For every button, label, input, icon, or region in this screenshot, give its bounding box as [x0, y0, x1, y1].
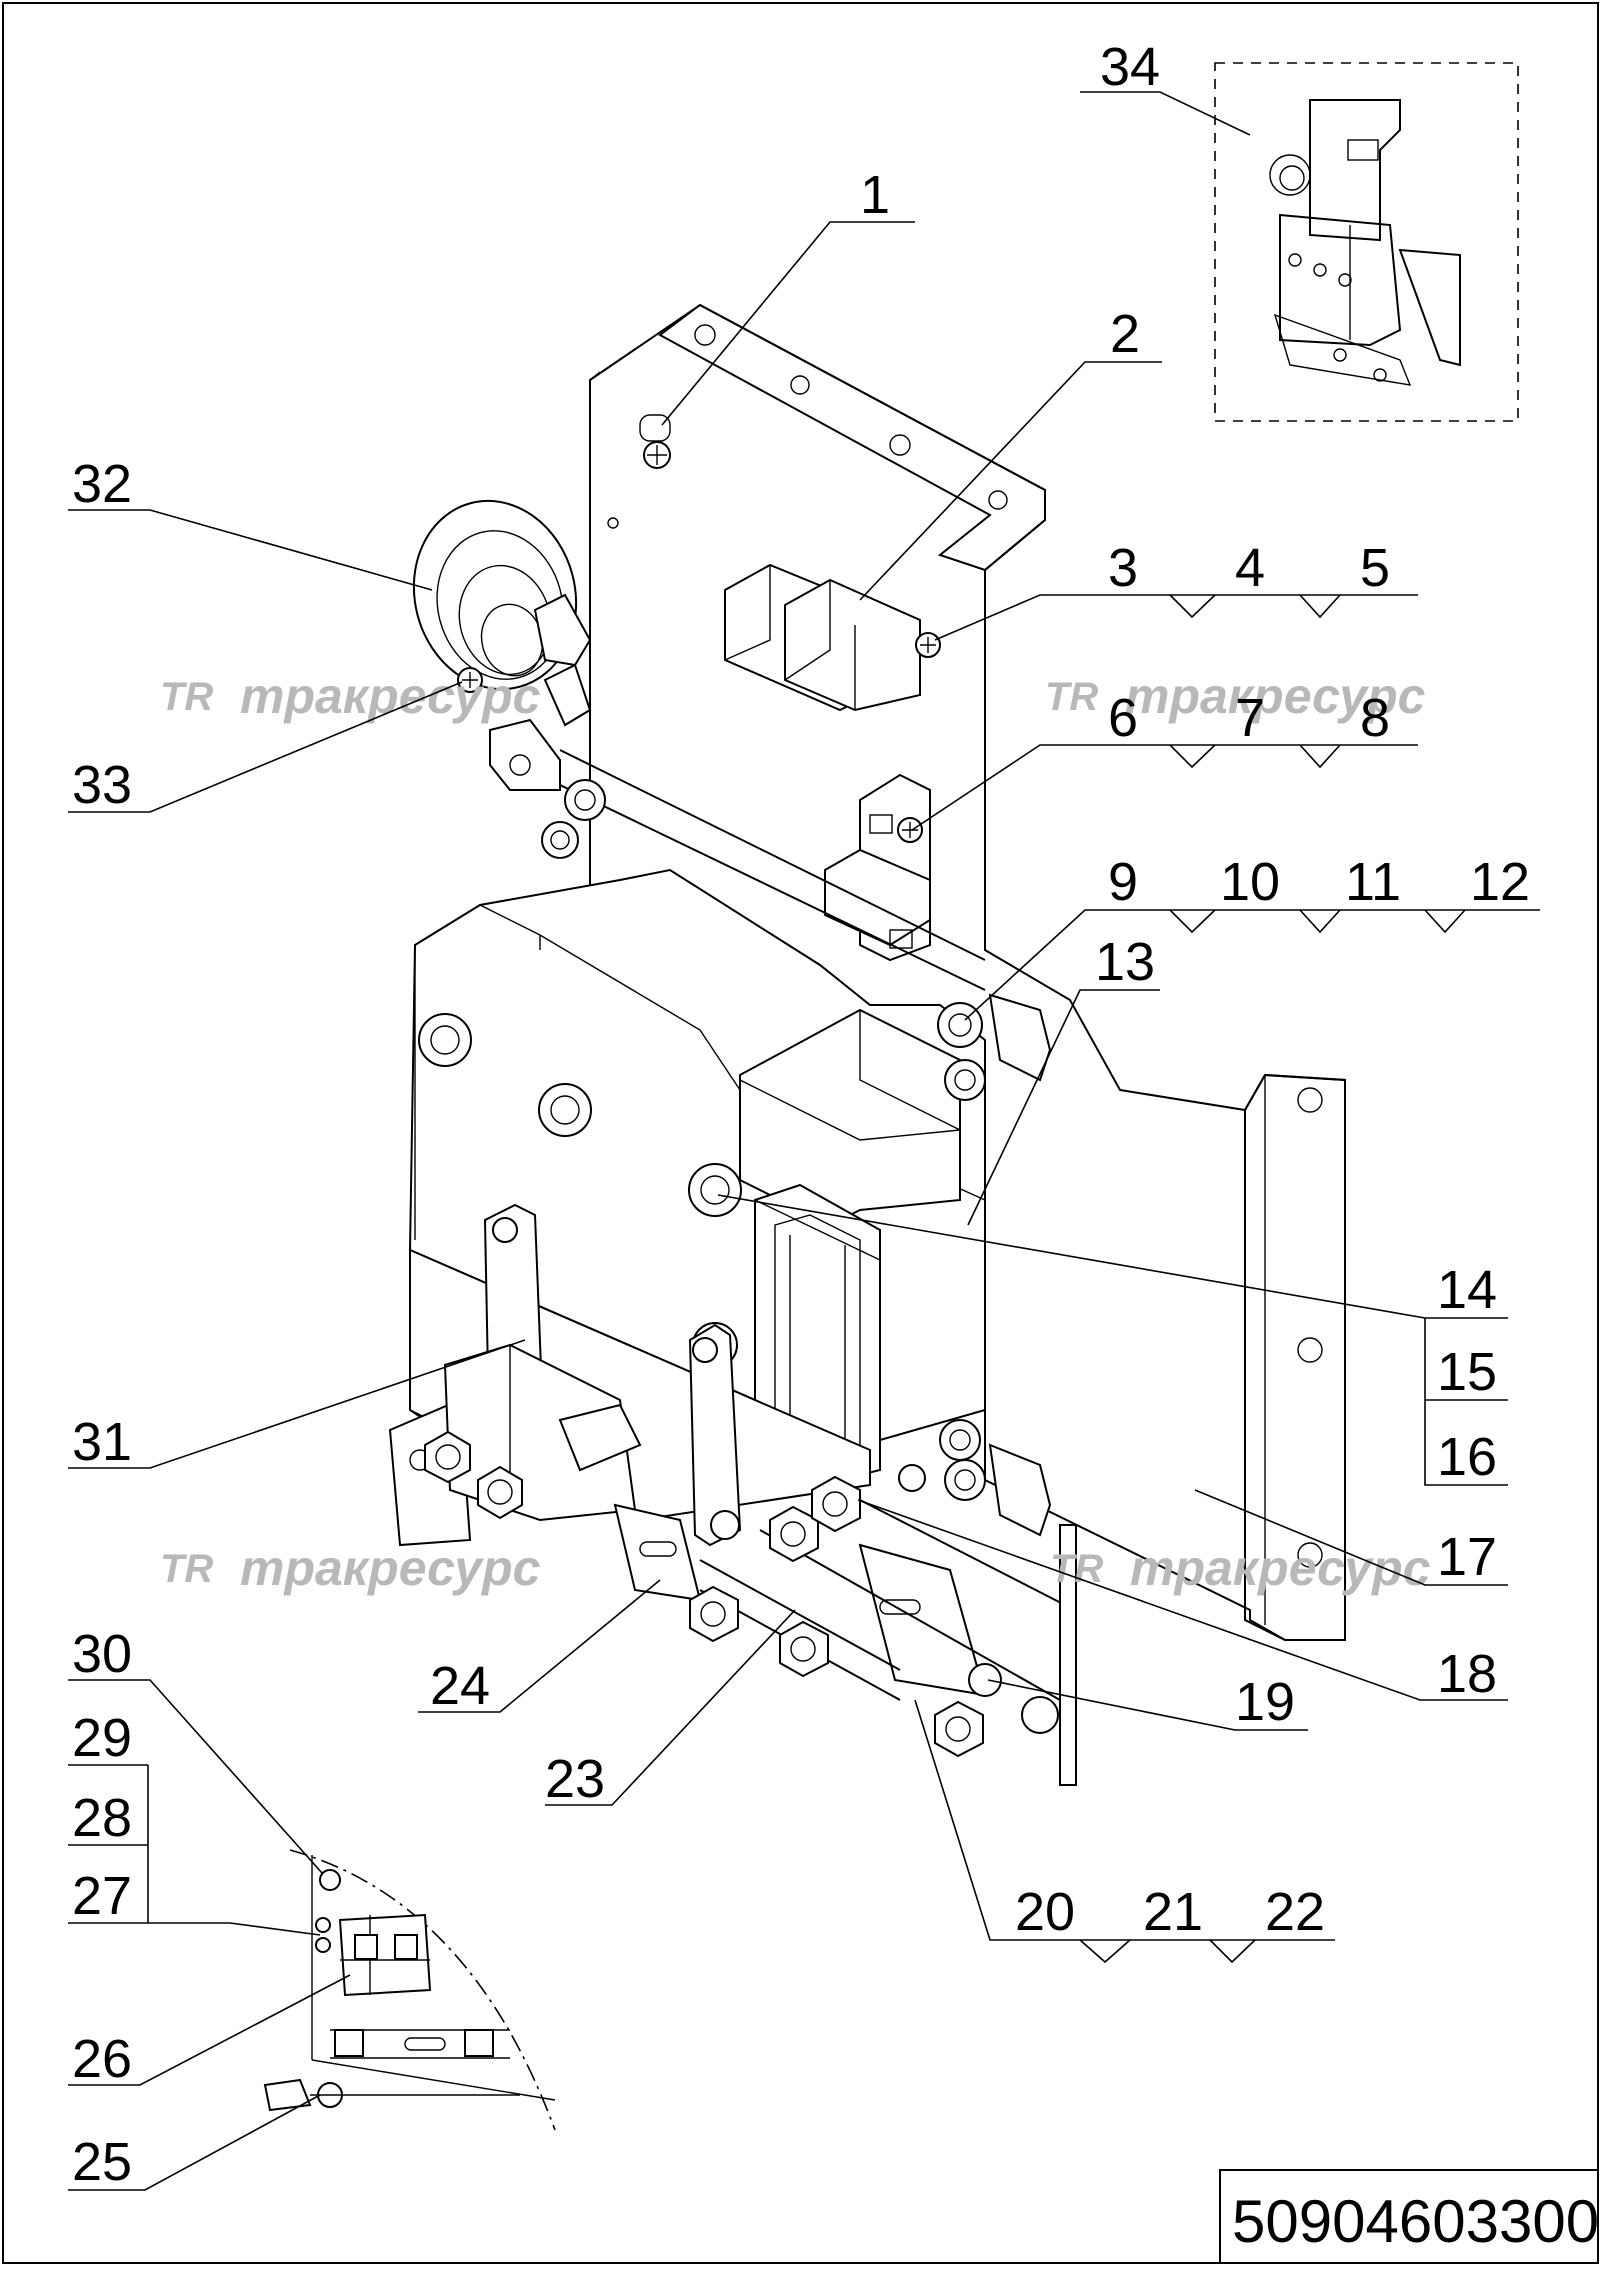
callout-23: 23 [545, 1749, 605, 1809]
callout-34: 34 [1100, 37, 1160, 97]
callout-labels: 1 2 3 4 5 6 7 8 9 10 11 12 13 14 15 16 1… [72, 37, 1530, 2192]
callout-14: 14 [1437, 1260, 1497, 1320]
callout-31: 31 [72, 1412, 132, 1472]
screw-6 [897, 817, 923, 843]
callout-15: 15 [1437, 1342, 1497, 1402]
callout-9: 9 [1108, 852, 1138, 912]
callout-32: 32 [72, 454, 132, 514]
callout-29: 29 [72, 1708, 132, 1768]
callout-28: 28 [72, 1788, 132, 1848]
svg-text:тракресурс: тракресурс [240, 668, 541, 724]
svg-text:TR: TR [1045, 675, 1098, 719]
svg-text:тракресурс: тракресурс [240, 1540, 541, 1596]
callout-6: 6 [1108, 688, 1138, 748]
bracket-lower-left [388, 1343, 642, 1547]
callout-12: 12 [1470, 852, 1530, 912]
part-number-box: 509046033002 [1219, 2169, 1601, 2264]
main-assembly [388, 303, 1346, 1786]
callout-24: 24 [430, 1656, 490, 1716]
roller-top [541, 779, 606, 859]
screw-1 [639, 414, 671, 469]
callout-11: 11 [1345, 852, 1401, 912]
part-number: 509046033002 [1232, 2188, 1601, 2255]
callout-3: 3 [1108, 538, 1138, 598]
watermark-4: TR тракресурс [1050, 1540, 1431, 1596]
callout-21: 21 [1143, 1882, 1203, 1942]
callout-22: 22 [1265, 1882, 1325, 1942]
callout-5: 5 [1360, 538, 1390, 598]
callout-20: 20 [1015, 1882, 1075, 1942]
callout-30: 30 [72, 1624, 132, 1684]
callout-2: 2 [1110, 304, 1140, 364]
watermark-1: TR тракресурс [160, 668, 541, 724]
inset-view [1214, 62, 1519, 422]
callout-7: 7 [1235, 688, 1265, 748]
watermark-3: TR тракресурс [160, 1540, 541, 1596]
callout-18: 18 [1437, 1644, 1497, 1704]
lower-bar-assembly [613, 1475, 1077, 1786]
top-flange [658, 303, 1046, 572]
detail-view [263, 1849, 556, 2131]
callout-17: 17 [1437, 1527, 1497, 1587]
callout-25: 25 [72, 2132, 132, 2192]
lever-right [688, 1323, 742, 1547]
horn [412, 499, 592, 791]
callout-8: 8 [1360, 688, 1390, 748]
sensor-bracket [824, 773, 931, 962]
svg-text:TR: TR [160, 1547, 213, 1591]
callout-1: 1 [860, 165, 890, 225]
callout-10: 10 [1220, 852, 1280, 912]
callout-16: 16 [1437, 1427, 1497, 1487]
svg-text:тракресурс: тракресурс [1130, 1540, 1431, 1596]
connector-block [724, 563, 921, 712]
callout-33: 33 [72, 755, 132, 815]
watermark-2: TR тракресурс [1045, 668, 1426, 724]
screw-3 [915, 632, 941, 658]
callout-27: 27 [72, 1866, 132, 1926]
roller-right-bottom [898, 1419, 1052, 1537]
svg-text:тракресурс: тракресурс [1125, 668, 1426, 724]
leader-lines [68, 91, 1540, 2191]
callout-13: 13 [1095, 932, 1155, 992]
svg-text:TR: TR [160, 675, 213, 719]
callout-19: 19 [1235, 1672, 1295, 1732]
callout-4: 4 [1235, 538, 1265, 598]
callout-26: 26 [72, 2029, 132, 2089]
